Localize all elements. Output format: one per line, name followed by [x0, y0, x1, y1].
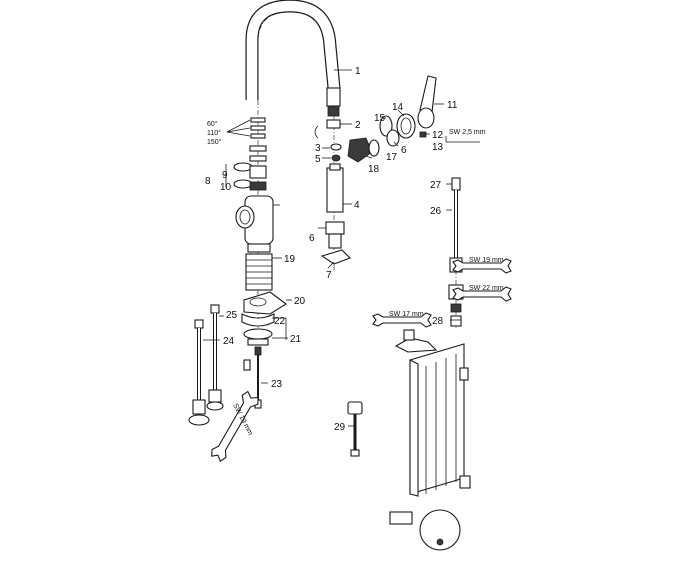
callout-23: 23 [271, 379, 283, 390]
callout-20: 20 [294, 296, 306, 307]
callout-9: 9 [222, 170, 228, 181]
spout [245, 0, 341, 117]
callout-22: 22 [274, 316, 286, 327]
wrench-label-sw22: SW 22 mm [469, 285, 504, 292]
mounting-panel [389, 329, 471, 551]
wrench-sw19-right [452, 258, 512, 274]
callout-4: 4 [354, 200, 360, 211]
cartridge-group [314, 75, 480, 270]
callout-11: 11 [447, 100, 458, 111]
callout-25: 25 [226, 310, 238, 321]
right-supply-assembly [448, 177, 464, 330]
callout-18: 18 [368, 164, 380, 175]
wrench-label-sw25: SW 2,5 mm [449, 129, 486, 136]
callout-12: 12 [432, 130, 444, 141]
leader-lines [203, 69, 461, 427]
callout-6b: 6 [401, 145, 407, 156]
supply-hoses [188, 304, 224, 426]
callout-28: 28 [432, 316, 444, 327]
callout-26: 26 [430, 206, 442, 217]
callout-17: 17 [386, 152, 398, 163]
callout-24: 24 [223, 336, 235, 347]
callout-10: 10 [220, 182, 232, 193]
wrench-sw22 [452, 286, 512, 302]
callout-21: 21 [290, 334, 302, 345]
callout-15: 15 [374, 113, 386, 124]
callout-3: 3 [315, 143, 321, 154]
callout-5: 5 [315, 154, 321, 165]
callout-13: 13 [432, 142, 444, 153]
callout-2: 2 [355, 120, 361, 131]
wrench-label-sw19a: SW 19 mm [469, 257, 504, 264]
angle-60: 60° [207, 120, 218, 128]
angle-110: 110° [207, 129, 221, 137]
callout-7: 7 [326, 270, 332, 281]
angle-150: 150° [207, 138, 222, 146]
wrench-sw19-body [211, 390, 259, 462]
wrench-sw17 [372, 312, 432, 328]
callout-29: 29 [334, 422, 346, 433]
callout-1: 1 [355, 66, 361, 77]
faucet-body [233, 117, 287, 409]
callout-14: 14 [392, 102, 404, 113]
wrench-label-sw17: SW 17 mm [389, 311, 424, 318]
callout-labels: 1 2 3 4 5 6 6 7 8 9 10 11 12 13 14 15 17… [205, 66, 504, 437]
callout-27: 27 [430, 180, 442, 191]
callout-19: 19 [284, 254, 296, 265]
callout-8: 8 [205, 176, 211, 187]
callout-6: 6 [309, 233, 315, 244]
part-29-bracket [347, 401, 363, 457]
